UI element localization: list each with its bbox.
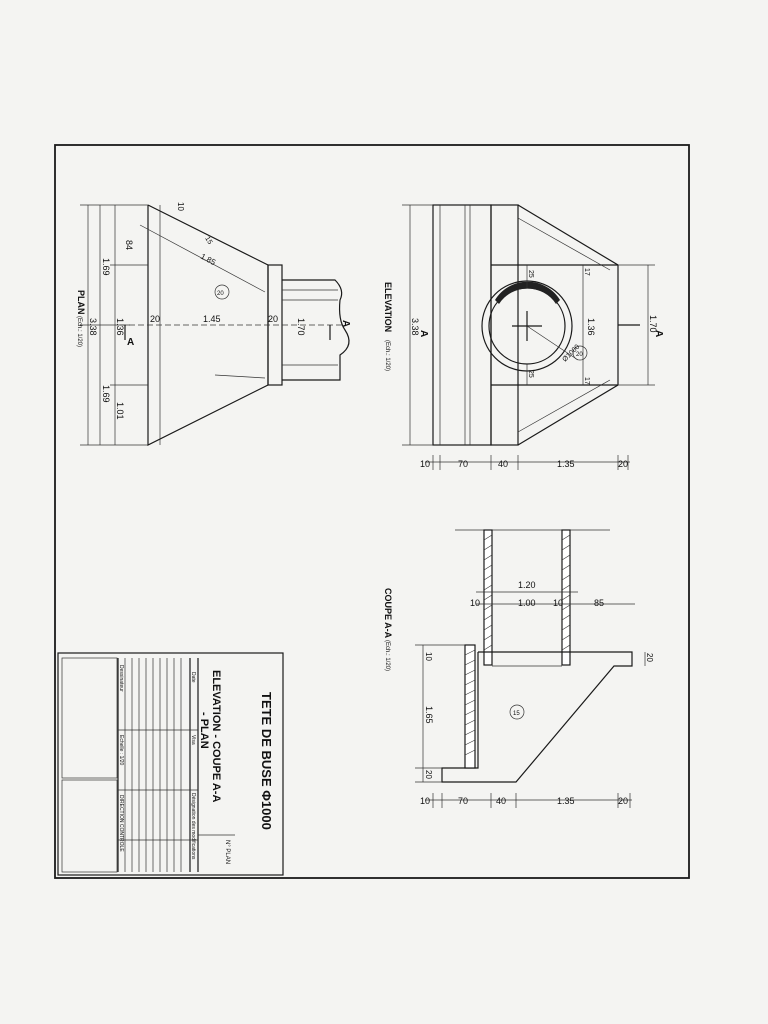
dimension-label: 10 xyxy=(420,459,430,469)
dimension-label: 10 xyxy=(176,202,185,211)
dimension-label: 1.35 xyxy=(557,459,575,469)
dimension-label: 1.00 xyxy=(518,598,536,608)
dimension-label: 1.65 xyxy=(424,706,434,724)
plan-view xyxy=(80,204,350,446)
dimension-label: 1.69 xyxy=(101,385,111,403)
dimension-label: 1.69 xyxy=(101,258,111,276)
dimension-label: 10 xyxy=(553,598,563,608)
dimension-label: 15 xyxy=(203,236,213,246)
field-visa: Visa xyxy=(190,735,196,745)
section-scale: (Ech.: 1/20) xyxy=(384,640,390,671)
dimension-label: 3.38 xyxy=(410,318,420,336)
dimension-label: 25 xyxy=(527,270,534,278)
dimension-label: 84 xyxy=(124,240,134,250)
dimension-label: 1.45 xyxy=(203,314,221,324)
field-date: Date xyxy=(190,672,196,683)
dimension-label: 1.70 xyxy=(296,318,306,336)
dimension-label: 85 xyxy=(594,598,604,608)
dimension-label: 20 xyxy=(645,653,654,662)
title-block xyxy=(57,652,284,876)
plan-labels: PLAN (Ech.: 1/20) 10 84 1.69 3.38 1.36 1… xyxy=(76,202,351,420)
drawing-subtitle-2: - PLAN xyxy=(198,712,210,749)
dimension-label: A xyxy=(418,330,429,337)
dimension-label: 25 xyxy=(527,370,534,378)
dimension-label: A xyxy=(653,330,664,337)
plan-title: PLAN xyxy=(76,290,86,315)
field-plan-no: N° PLAN xyxy=(224,840,230,864)
dimension-label: 20 xyxy=(150,314,160,324)
field-designation: Désignation des modifications xyxy=(190,793,196,860)
dimension-label: 20 xyxy=(268,314,278,324)
dimension-label: 17 xyxy=(583,268,590,276)
drawing-frame xyxy=(54,144,690,879)
field-direction: DIRECTION CONTROLE xyxy=(118,795,124,852)
elevation-labels: ELEVATION (Ech.: 1/20) 3.38 1.36 25 25 1… xyxy=(383,268,664,469)
section-view xyxy=(415,529,646,808)
dimension-label: 1.35 xyxy=(557,796,575,806)
elevation-scale: (Ech.: 1/20) xyxy=(384,340,390,371)
dimension-label: 1.01 xyxy=(115,402,125,420)
dimension-label: 1.20 xyxy=(518,580,536,590)
dimension-label: 20 xyxy=(424,770,433,779)
dimension-label: 1.70 xyxy=(648,315,658,333)
dimension-label: 70 xyxy=(458,459,468,469)
dimension-label: 40 xyxy=(498,459,508,469)
drawing-subtitle-1: ELEVATION - COUPE A-A xyxy=(210,670,222,802)
section-labels: COUPE A-A (Ech.: 1/20) 1.20 10 1.00 10 8… xyxy=(383,580,654,806)
dimension-label: 70 xyxy=(458,796,468,806)
dimension-label: 40 xyxy=(496,796,506,806)
dimension-label: 20 xyxy=(576,352,583,358)
elevation-title: ELEVATION xyxy=(383,282,393,332)
dimension-label: 1.36 xyxy=(115,318,125,336)
dimension-label: 20 xyxy=(217,291,224,297)
dimension-label: 10 xyxy=(470,598,480,608)
dimension-label: 3.38 xyxy=(88,318,98,336)
title-block-labels: TETE DE BUSE Φ1000 ELEVATION - COUPE A-A… xyxy=(118,665,274,864)
field-dessinateur: Dessinateur xyxy=(118,665,124,692)
field-echelle: Echelle : 1/20 xyxy=(118,735,124,766)
dimension-label: 15 xyxy=(513,711,520,717)
dimension-label: 1.36 xyxy=(586,318,596,336)
drawing-title: TETE DE BUSE Φ1000 xyxy=(259,692,274,830)
dimension-label: A xyxy=(127,337,134,348)
plan-scale: (Ech.: 1/20) xyxy=(76,316,82,347)
dimension-label: 10 xyxy=(420,796,430,806)
dimension-label: 10 xyxy=(424,652,433,661)
section-title: COUPE A-A xyxy=(383,588,393,639)
dimension-label: 20 xyxy=(618,796,628,806)
dimension-label: 17 xyxy=(583,377,590,385)
dimension-label: 20 xyxy=(618,459,628,469)
dimension-label: A xyxy=(340,320,351,327)
elevation-view xyxy=(402,204,655,470)
